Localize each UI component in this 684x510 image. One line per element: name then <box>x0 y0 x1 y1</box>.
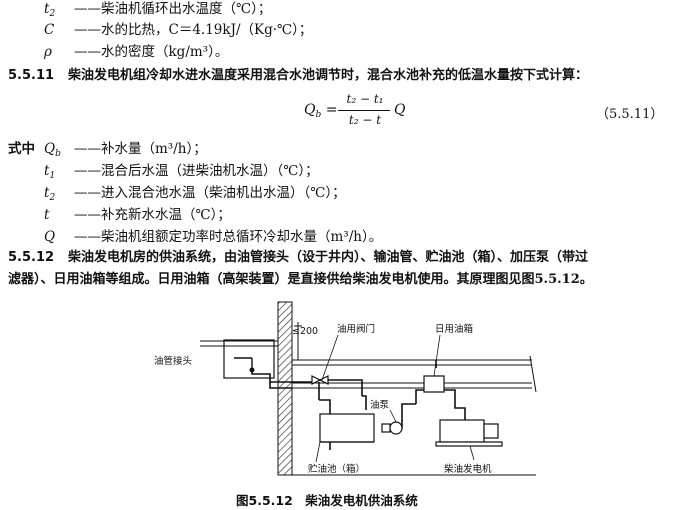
equation-number: （5.5.11） <box>596 107 664 122</box>
fraction-bar <box>338 110 390 111</box>
daily-oil-tank <box>423 375 445 393</box>
def-text: ——进入混合池水温（柴油机出水温）（℃）； <box>74 185 346 201</box>
pump-leader <box>389 409 397 423</box>
figure-caption: 图5.5.12 柴油发电机供油系统 <box>236 493 418 508</box>
diesel-generator <box>435 419 503 447</box>
def-symbol: C <box>44 22 55 38</box>
def-symbol: t2 <box>44 1 56 19</box>
def-text: ——柴油机组额定功率时总循环冷却水量（m³/h）。 <box>74 229 383 245</box>
def-symbol: Qb <box>44 141 61 159</box>
where-label: 式中 <box>8 141 35 157</box>
def-t1-row: t1 ——混合后水温（进柴油机水温）（℃）； <box>44 162 319 185</box>
valve-icon <box>311 375 329 385</box>
valve-leader <box>321 334 339 381</box>
section-text-5-5-12-line2: 滤器）、日用油箱等组成。日用油箱（高架装置）是直接供给柴油发电机使用。其原理图见… <box>8 272 593 287</box>
section-number-5-5-11: 5.5.11 <box>8 68 55 83</box>
def-symbol: ρ <box>44 44 52 60</box>
def-symbol: Q <box>44 229 56 245</box>
generator-leader <box>469 445 475 461</box>
section-number-5-5-12: 5.5.12 <box>8 250 55 265</box>
def-symbol: t2 <box>44 185 56 203</box>
def-text: ——柴油机循环出水温度（℃）； <box>74 1 272 17</box>
storage-leader <box>315 441 321 463</box>
valve-label: 油用阀门 <box>337 323 375 335</box>
def-qb-row: Qb ——补水量（m³/h）； <box>44 140 207 163</box>
formula-numerator: t₂ − t₁ <box>346 92 384 106</box>
def-text: ——补水量（m³/h）； <box>74 141 207 157</box>
dimension-mark <box>294 322 302 360</box>
pipe-joint-label: 油管接头 <box>154 355 192 367</box>
def-rho-row: ρ ——水的密度（kg/m³）。 <box>44 43 228 61</box>
section-text-5-5-11: 柴油发电机组冷却水进水温度采用混合水池调节时，混合水池补充的低温水量按下式计算： <box>68 68 589 83</box>
oil-pump-icon <box>381 421 403 435</box>
def-symbol: t1 <box>44 163 56 181</box>
section-text-5-5-12-line1: 柴油发电机房的供油系统，由油管接头（设于井内）、输油管、贮油池（箱）、加压泵（带… <box>68 250 589 265</box>
floor-lines <box>200 340 537 393</box>
def-t2b-row: t2 ——进入混合池水温（柴油机出水温）（℃）； <box>44 184 346 207</box>
def-t2-row: t2 ——柴油机循环出水温度（℃）； <box>44 0 271 23</box>
def-c-row: C ——水的比热，C＝4.19kJ/（Kg·℃）； <box>44 21 312 39</box>
daily-tank-label: 日用油箱 <box>435 323 473 335</box>
fuel-supply-diagram: ≤200 油用阀门 日用油箱 油管接头 油泵 贮油池（箱） 柴油发电机 <box>154 301 537 476</box>
formula-denominator: t₂ − t <box>348 113 382 127</box>
pump-label: 油泵 <box>370 399 390 411</box>
dimension-label: ≤200 <box>292 326 318 337</box>
generator-label: 柴油发电机 <box>444 463 492 475</box>
formula-rhs: Q <box>394 102 406 118</box>
storage-oil-tank <box>319 413 375 443</box>
def-text: ——水的密度（kg/m³）。 <box>74 44 229 60</box>
daily-tank-leader <box>433 334 441 377</box>
def-q-row: Q ——柴油机组额定功率时总循环冷却水量（m³/h）。 <box>44 228 382 246</box>
def-t-row: t ——补充新水水温（℃）； <box>44 206 231 224</box>
formula-lhs: Qb = <box>304 102 338 120</box>
def-text: ——水的比热，C＝4.19kJ/（Kg·℃）； <box>74 22 313 38</box>
def-symbol: t <box>44 207 50 223</box>
def-text: ——混合后水温（进柴油机水温）（℃）； <box>74 163 319 179</box>
def-text: ——补充新水水温（℃）； <box>74 207 231 223</box>
storage-tank-label: 贮油池（箱） <box>308 463 365 475</box>
